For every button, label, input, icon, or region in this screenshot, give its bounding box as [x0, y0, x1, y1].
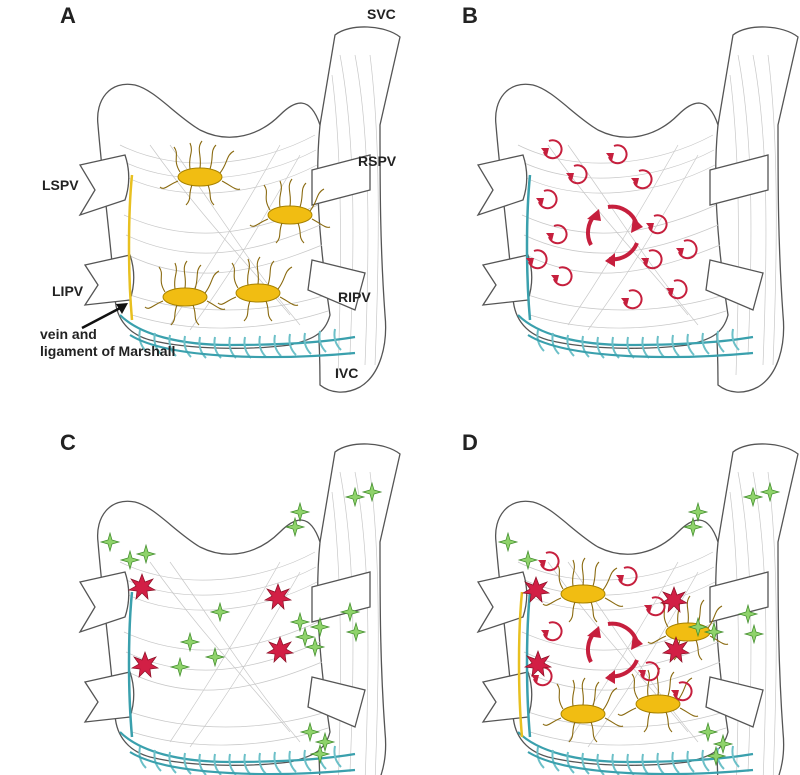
label-lspv: LSPV	[42, 177, 79, 193]
label-svc: SVC	[367, 6, 396, 22]
panel-letter: C	[60, 430, 76, 455]
vein-of-marshall	[127, 591, 134, 738]
label-lipv: LIPV	[52, 283, 84, 299]
atrium-drawing	[78, 442, 402, 775]
label-marshall-line1: vein and	[40, 326, 97, 342]
panel-a: A SVC RSPV LSPV LIPV RIPV IVC vein and l…	[40, 3, 402, 394]
panel-b: B	[462, 3, 800, 394]
atrium-drawing	[476, 442, 800, 775]
panel-letter: D	[462, 430, 478, 455]
label-rspv: RSPV	[358, 153, 397, 169]
panel-c: C	[60, 430, 402, 775]
green-star-icon	[688, 502, 708, 522]
atrium-drawing	[476, 25, 800, 394]
vein-of-marshall	[127, 174, 134, 321]
panel-letter: B	[462, 3, 478, 28]
label-ripv: RIPV	[338, 289, 371, 305]
label-marshall-line2: ligament of Marshall	[40, 343, 175, 359]
panel-d: D	[462, 430, 800, 775]
panel-letter: A	[60, 3, 76, 28]
vein-of-marshall-blue	[525, 591, 532, 738]
vein-of-marshall	[525, 174, 532, 321]
vein-of-marshall-yellow	[517, 591, 524, 738]
marshall-arrow-icon	[81, 303, 128, 330]
atrium-drawing	[78, 25, 402, 394]
green-star-icon	[290, 502, 310, 522]
label-ivc: IVC	[335, 365, 358, 381]
